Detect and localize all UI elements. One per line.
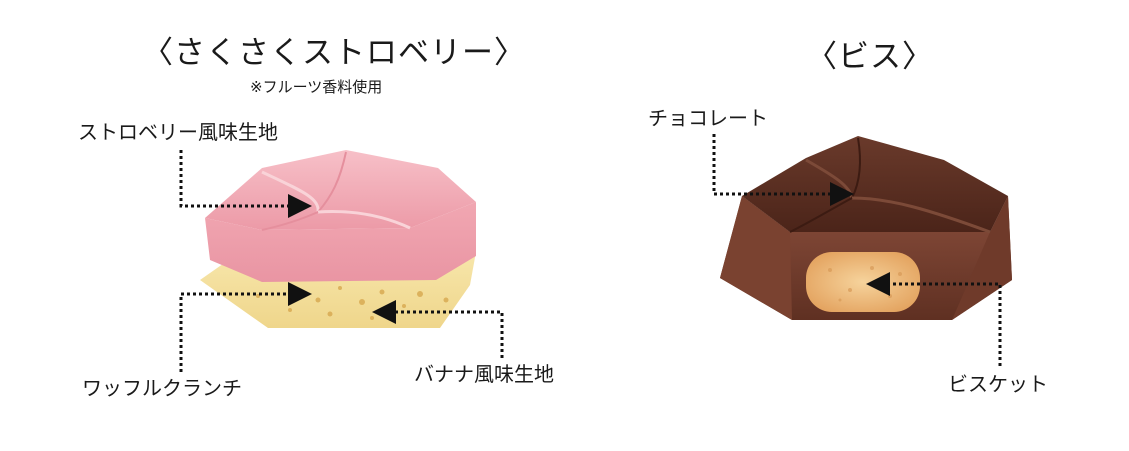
- chocolate-top: [742, 136, 1008, 232]
- arrow-chocolate: [712, 134, 854, 206]
- biscuit-label: ビスケット: [948, 372, 1048, 396]
- arrow-banana-layer: [372, 300, 504, 358]
- chocolate-label: チョコレート: [648, 106, 768, 130]
- strawberry-callout-arrows: [179, 150, 504, 372]
- fruit-flavor-note: ※フルーツ香料使用: [250, 78, 383, 96]
- strawberry-top: [205, 150, 476, 230]
- banana-layer-label: バナナ風味生地: [414, 362, 554, 386]
- arrow-waffle-crunch: [179, 282, 312, 372]
- strawberry-title: 〈さくさくストロベリー〉: [142, 35, 526, 71]
- strawberry-piece: [200, 150, 476, 328]
- biscuit-texture: [828, 266, 902, 302]
- strawberry-side: [205, 202, 476, 282]
- bis-callout-arrows: [712, 134, 1002, 366]
- biscuit-section: [806, 252, 920, 312]
- bis-piece: [720, 136, 1012, 320]
- strawberry-layer-label: ストロベリー風味生地: [78, 120, 278, 144]
- waffle-crunch-label: ワッフルクランチ: [82, 376, 242, 400]
- bis-title: 〈ビス〉: [806, 39, 934, 75]
- arrow-strawberry-layer: [179, 150, 312, 218]
